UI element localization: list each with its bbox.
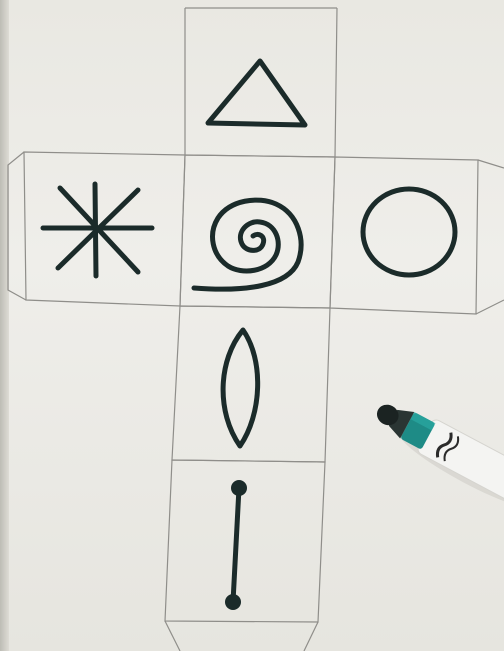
asterisk-icon [43,184,152,276]
spiral-icon [194,200,301,289]
lens-icon [223,330,258,446]
circle-icon [363,189,455,275]
pencil-net-outline [8,8,504,651]
dumbbell-line-icon [225,480,247,610]
triangle-icon [208,61,305,125]
marker-pen [369,393,504,520]
